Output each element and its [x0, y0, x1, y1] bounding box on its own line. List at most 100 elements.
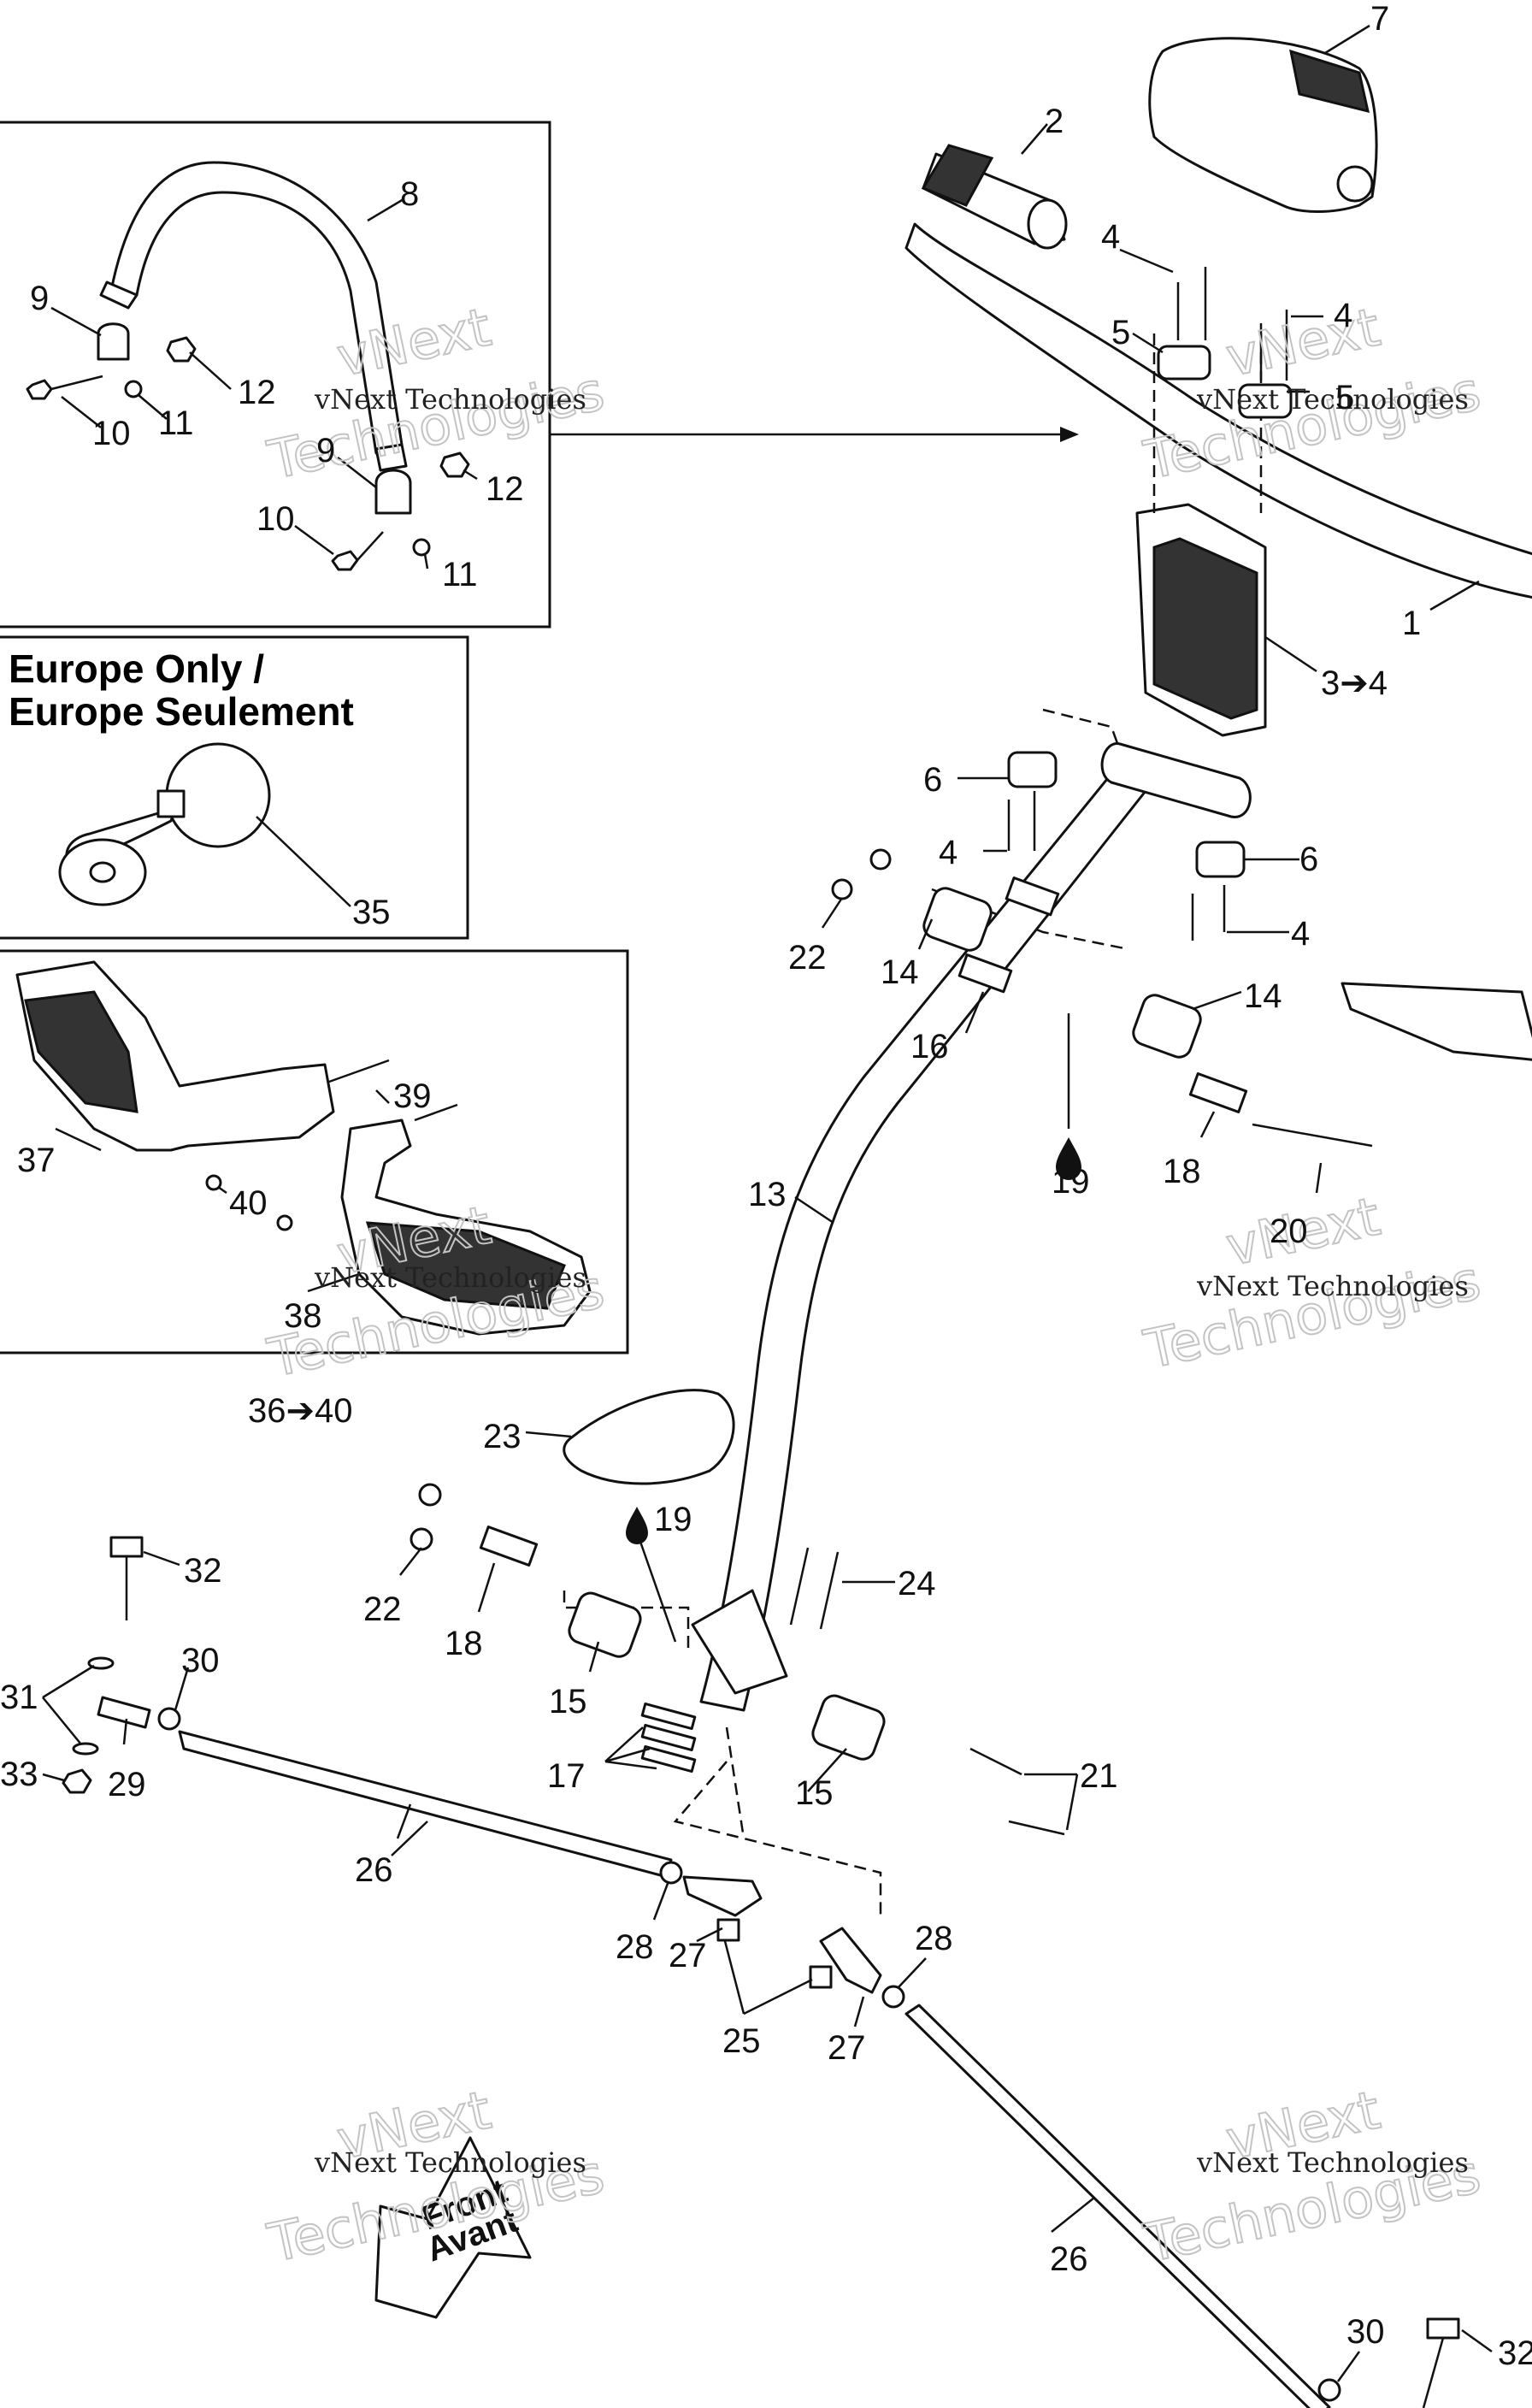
callout-10-upper: 10 [92, 415, 131, 452]
spacer-part-25-a [716, 1918, 740, 1942]
callout-40: 40 [229, 1184, 268, 1222]
callout-31: 31 [0, 1679, 38, 1716]
callout-30-lower: 30 [1346, 2313, 1385, 2351]
bolt-part-10-lower [331, 531, 384, 571]
callout-9-upper: 9 [30, 280, 49, 317]
tie-rod-part-26-lower [904, 2004, 1331, 2408]
riser-part-3 [1135, 503, 1267, 737]
inset-box-handguards [0, 949, 629, 1354]
nut-part-12-lower [439, 452, 470, 478]
callout-29: 29 [108, 1766, 146, 1803]
bolt-part-21-a [969, 1747, 1022, 1776]
watermark-technologies-1: Technologies [262, 359, 610, 491]
handguard-part-37 [15, 960, 335, 1152]
callout-10-lower: 10 [256, 500, 295, 538]
nut-part-12-upper [166, 336, 197, 363]
callout-24: 24 [898, 1565, 936, 1602]
tie-rod-part-26-upper [178, 1730, 673, 1879]
watermark-line-6: vNext Technologies [1196, 2146, 1469, 2179]
sleeve-part-18-upper [1188, 1072, 1248, 1113]
nut-part-40-a [205, 1174, 222, 1191]
callout-1: 1 [1402, 605, 1421, 642]
callout-19-b: 19 [654, 1501, 692, 1538]
callout-32-upper: 32 [184, 1552, 222, 1590]
assembly-line-lower-right [673, 1761, 882, 1915]
callout-32-lower: 32 [1498, 2334, 1532, 2372]
clamp-part-6-upper [1007, 751, 1058, 788]
column-top-tube [1100, 742, 1252, 818]
watermark-line-3: vNext Technologies [1196, 1270, 1469, 1302]
nut-part-40-b [276, 1214, 293, 1231]
watermark-line-2: vNext Technologies [1196, 383, 1469, 416]
callout-22-upper: 22 [788, 939, 827, 977]
nut-part-33 [62, 1768, 92, 1794]
callout-4-d: 4 [1291, 915, 1310, 953]
clamp-part-9-lower [374, 469, 412, 515]
inset-box-europe-horn [0, 635, 469, 940]
clamp-part-6-lower [1195, 841, 1246, 878]
spacer-part-25-b [809, 1965, 833, 1989]
callout-5-b: 5 [1335, 379, 1354, 416]
watermarks: vNext Technologies vNext Technologies vN… [262, 295, 1487, 2275]
grip-part-2 [921, 144, 1068, 250]
watermark-vnext-2: vNext [1221, 296, 1385, 389]
ball-joint-part-27-lower [819, 1927, 882, 1994]
callout-13: 13 [748, 1176, 787, 1213]
callout-26-lower: 26 [1050, 2240, 1088, 2278]
clamp-part-5-left [1157, 345, 1211, 381]
callout-36-to-40: 36➔40 [248, 1392, 353, 1430]
ball-joint-part-29 [97, 1696, 151, 1729]
nut-part-22-lower-a [418, 1483, 442, 1507]
callout-6-b: 6 [1299, 841, 1318, 878]
bolt-part-4-group [1007, 267, 1288, 941]
callout-4-b: 4 [1334, 297, 1352, 334]
sleeve-part-16-b [958, 953, 1013, 994]
bracket-plate [1340, 982, 1532, 1061]
callout-21: 21 [1080, 1757, 1118, 1795]
callout-6-a: 6 [923, 761, 942, 799]
callout-37: 37 [17, 1142, 56, 1179]
callout-27-upper: 27 [669, 1937, 707, 1974]
bolt-part-21-b [1008, 1820, 1065, 1836]
watermark-line-5: vNext Technologies [314, 2146, 586, 2179]
callout-12-upper: 12 [238, 374, 276, 411]
strap-lower-end [374, 443, 408, 472]
assembly-line-tie-rod [725, 1726, 745, 1839]
callout-3-to-4: 3➔4 [1321, 664, 1388, 702]
bolt-part-24-a [789, 1547, 810, 1626]
watermark-technologies-3: Technologies [1139, 1248, 1486, 1380]
bolt-part-32-lower [1422, 2317, 1460, 2408]
callout-8: 8 [400, 175, 419, 213]
washer-part-31-a [87, 1656, 115, 1670]
sleeve-part-16-a [1005, 876, 1060, 917]
strap-end-cap [99, 280, 138, 310]
sleeve-part-18-lower [479, 1526, 539, 1567]
callout-39: 39 [393, 1077, 432, 1115]
callout-5-a: 5 [1111, 314, 1130, 351]
callout-14-lower: 14 [1244, 977, 1282, 1015]
callout-14-upper: 14 [881, 953, 919, 991]
bushing-part-15-lower [811, 1694, 886, 1761]
callout-18-lower: 18 [445, 1625, 483, 1662]
column-lower-bracket [691, 1589, 788, 1695]
callout-20: 20 [1270, 1213, 1308, 1250]
screw-part-39-b [414, 1103, 458, 1122]
shim-part-17-b [640, 1723, 697, 1752]
callout-28-upper: 28 [616, 1928, 654, 1966]
bolt-part-32-upper [109, 1536, 144, 1620]
callout-33: 33 [0, 1756, 38, 1793]
callout-19-a: 19 [1052, 1163, 1090, 1201]
inset-pointer-arrowhead [1060, 427, 1079, 442]
callout-26-upper: 26 [355, 1851, 393, 1889]
nut-part-22-upper-a [869, 848, 892, 871]
callout-4-a: 4 [1101, 218, 1120, 256]
callout-9-lower: 9 [316, 432, 335, 469]
shim-part-17-a [640, 1702, 697, 1731]
nut-part-11-lower [412, 538, 431, 557]
europe-title-line2: Europe Seulement [9, 689, 354, 734]
callout-38: 38 [284, 1297, 322, 1335]
callout-2: 2 [1045, 103, 1064, 140]
nut-part-30-upper [157, 1707, 181, 1731]
